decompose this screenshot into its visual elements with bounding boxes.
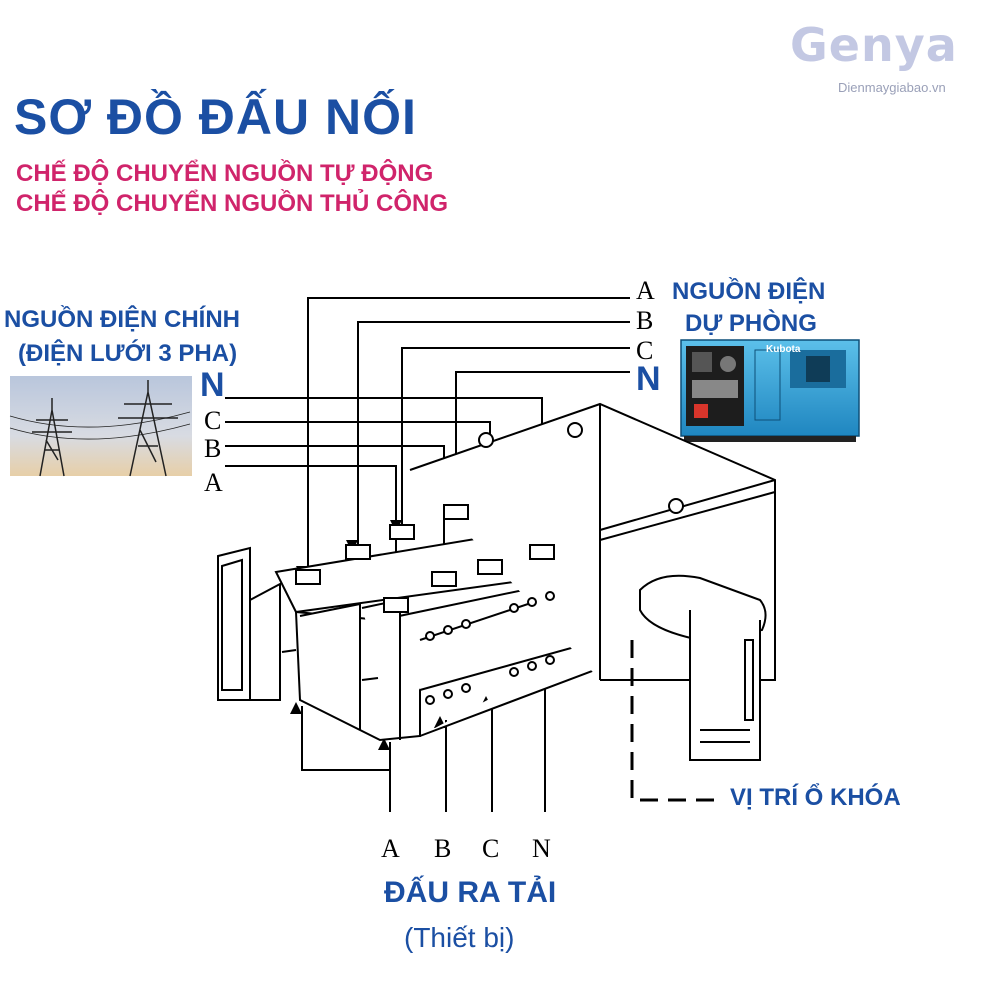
main-phase-n: N	[200, 366, 225, 404]
load-output-sublabel: (Thiết bị)	[404, 922, 515, 953]
wires	[225, 297, 630, 812]
brand-logo: Genya	[790, 18, 958, 72]
generator-brand-text: Kubota	[766, 344, 801, 355]
backup-phase-n: N	[636, 360, 661, 398]
main-phase-a: A	[204, 468, 223, 497]
load-output-label: ĐẤU RA TẢI	[384, 876, 557, 909]
page-title: SƠ ĐỒ ĐẤU NỐI	[14, 89, 417, 145]
load-phase-b: B	[434, 834, 452, 863]
subtitle-auto: CHẾ ĐỘ CHUYỂN NGUỒN TỰ ĐỘNG	[16, 160, 434, 187]
load-phase-a: A	[381, 834, 400, 863]
power-tower-photo	[9, 376, 192, 477]
backup-source-label: NGUỒN ĐIỆN	[672, 278, 826, 305]
load-phase-n: N	[532, 834, 551, 863]
backup-phase-b: B	[636, 306, 654, 335]
generator-image	[680, 339, 860, 442]
backup-phase-a: A	[636, 276, 655, 305]
transfer-switch	[217, 402, 776, 761]
brand-site: Dienmaygiabao.vn	[838, 80, 946, 95]
backup-source-sublabel: DỰ PHÒNG	[685, 310, 817, 337]
main-source-label: NGUỒN ĐIỆN CHÍNH	[4, 306, 241, 333]
load-phase-c: C	[482, 834, 500, 863]
main-phase-c: C	[204, 406, 222, 435]
main-source-sublabel: (ĐIỆN LƯỚI 3 PHA)	[18, 340, 238, 367]
lock-position-label: VỊ TRÍ Ổ KHÓA	[730, 784, 901, 811]
subtitle-manual: CHẾ ĐỘ CHUYỂN NGUỒN THỦ CÔNG	[16, 190, 449, 217]
main-phase-b: B	[204, 434, 222, 463]
backup-phase-c: C	[636, 336, 654, 365]
